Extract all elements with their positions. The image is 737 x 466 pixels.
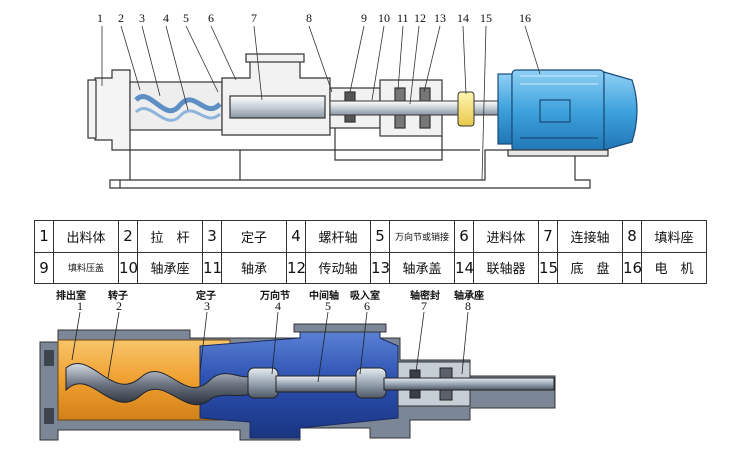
callout-3: 3 <box>139 11 145 25</box>
pump-cutaway-diagram: 排出室 1 转子 2 定子 3 万向节 4 中间轴 5 吸入室 6 轴密封 7 … <box>39 290 556 441</box>
drive-shaft <box>383 377 555 391</box>
table-row: 9 填料压盖 10 轴承座 11 轴承 12 传动轴 13 轴承盖 14 联轴器… <box>34 251 707 284</box>
bearing-housing <box>329 79 443 161</box>
intermediate-shaft <box>275 375 359 393</box>
part-name: 万向节或销接 <box>389 220 455 253</box>
label-num-6: 6 <box>364 299 370 313</box>
part-number: 16 <box>622 251 642 284</box>
label-num-3: 3 <box>204 299 210 313</box>
part-name: 连接轴 <box>557 220 623 253</box>
callout-13: 13 <box>434 11 446 25</box>
label-shaft-seal: 轴密封 <box>410 290 440 302</box>
callout-11: 11 <box>397 11 409 25</box>
part-name: 填料压盖 <box>53 251 119 284</box>
part-name: 填料座 <box>641 220 707 253</box>
part-name: 螺杆轴 <box>305 220 371 253</box>
part-name: 进料体 <box>473 220 539 253</box>
outlet-body <box>87 69 131 151</box>
callout-lines <box>101 25 541 181</box>
label-num-5: 5 <box>325 299 331 313</box>
label-intermediate-shaft: 中间轴 <box>309 290 339 302</box>
callout-9: 9 <box>361 11 367 25</box>
pump-cross-section-diagram: 1 2 3 4 5 6 7 8 9 10 11 12 13 14 15 16 <box>87 11 638 189</box>
part-number: 8 <box>622 220 642 253</box>
part-number: 10 <box>118 251 138 284</box>
part-number: 13 <box>370 251 390 284</box>
part-name: 轴承 <box>221 251 287 284</box>
callout-14: 14 <box>457 11 469 25</box>
callout-4: 4 <box>163 11 169 25</box>
part-name: 传动轴 <box>305 251 371 284</box>
bolt <box>44 350 54 366</box>
motor <box>497 69 638 157</box>
drive-shaft <box>329 100 466 116</box>
callout-6: 6 <box>208 11 214 25</box>
callout-8: 8 <box>306 11 312 25</box>
callout-5: 5 <box>183 11 189 25</box>
callout-16: 16 <box>519 11 531 25</box>
suction-chamber <box>221 53 331 136</box>
callout-2: 2 <box>118 11 124 25</box>
parts-table: 1 出料体 2 拉 杆 3 定子 4 螺杆轴 5 万向节或销接 6 进料体 7 … <box>34 220 707 284</box>
part-number: 9 <box>34 251 54 284</box>
table-row: 1 出料体 2 拉 杆 3 定子 4 螺杆轴 5 万向节或销接 6 进料体 7 … <box>34 220 707 253</box>
callout-numbers: 1 2 3 4 5 6 7 8 9 10 11 12 13 14 15 16 <box>97 11 531 25</box>
label-rotor: 转子 <box>108 290 128 302</box>
part-name: 联轴器 <box>473 251 539 284</box>
part-name: 定子 <box>221 220 287 253</box>
part-name: 电 机 <box>641 251 707 284</box>
cutaway-labels: 排出室 1 转子 2 定子 3 万向节 4 中间轴 5 吸入室 6 轴密封 7 … <box>56 290 484 313</box>
label-stator: 定子 <box>196 290 216 302</box>
part-name: 轴承座 <box>137 251 203 284</box>
inlet-flange <box>293 323 387 333</box>
part-number: 14 <box>454 251 474 284</box>
part-number: 2 <box>118 220 138 253</box>
callout-1: 1 <box>97 11 103 25</box>
part-name: 出料体 <box>53 220 119 253</box>
callout-12: 12 <box>414 11 426 25</box>
part-number: 6 <box>454 220 474 253</box>
stator-housing <box>129 81 223 131</box>
label-discharge-chamber: 排出室 <box>56 290 86 302</box>
part-number: 3 <box>202 220 222 253</box>
coupling <box>457 91 475 127</box>
label-suction-chamber: 吸入室 <box>350 290 380 302</box>
part-name: 底 盘 <box>557 251 623 284</box>
callout-lines <box>71 311 469 383</box>
part-number: 11 <box>202 251 222 284</box>
part-name: 拉 杆 <box>137 220 203 253</box>
part-number: 7 <box>538 220 558 253</box>
bolt <box>44 408 54 424</box>
label-bearing-housing: 轴承座 <box>454 290 484 302</box>
callout-10: 10 <box>378 11 390 25</box>
label-num-7: 7 <box>421 299 427 313</box>
part-number: 4 <box>286 220 306 253</box>
label-num-8: 8 <box>465 299 471 313</box>
label-num-4: 4 <box>275 299 281 313</box>
part-number: 1 <box>34 220 54 253</box>
callout-7: 7 <box>251 11 257 25</box>
callout-15: 15 <box>480 11 492 25</box>
part-number: 5 <box>370 220 390 253</box>
label-num-2: 2 <box>116 299 122 313</box>
label-num-1: 1 <box>77 299 83 313</box>
universal-joint <box>247 367 279 399</box>
label-universal-joint: 万向节 <box>259 290 290 302</box>
part-name: 轴承盖 <box>389 251 455 284</box>
part-number: 15 <box>538 251 558 284</box>
part-number: 12 <box>286 251 306 284</box>
